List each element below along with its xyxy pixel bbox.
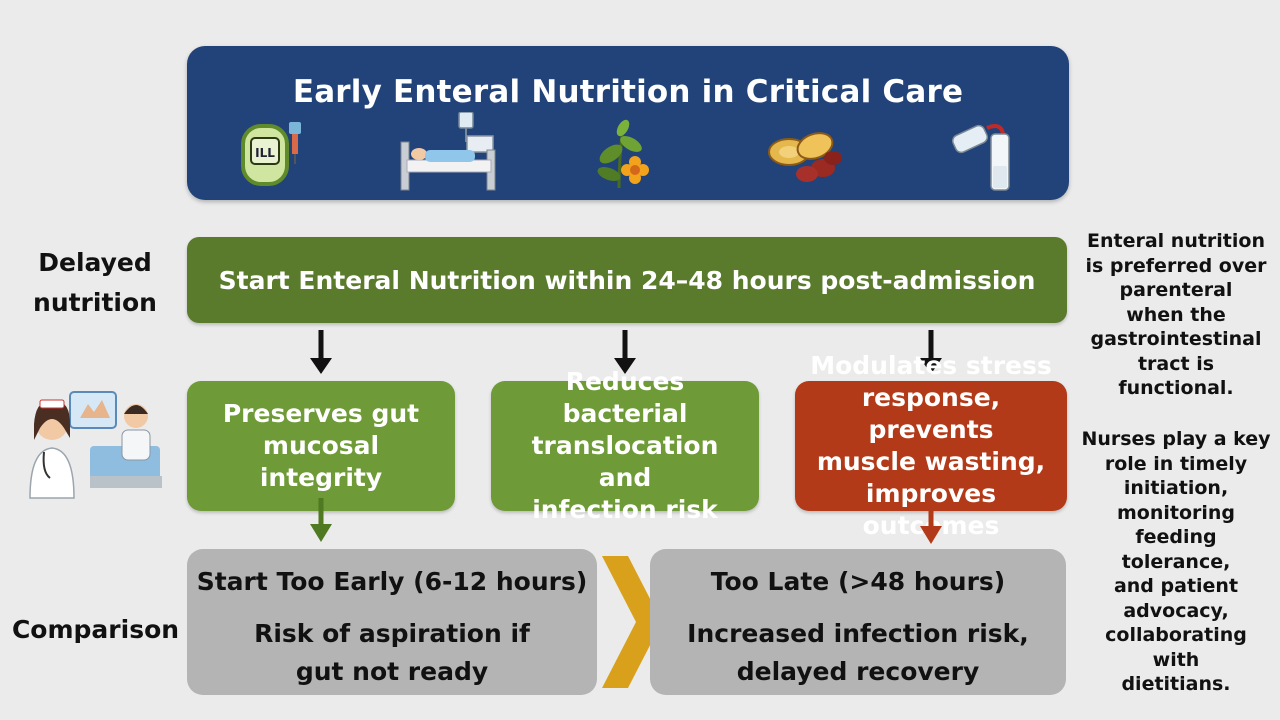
note-line: is preferred over [1085, 254, 1267, 277]
note-line: Nurses play a key [1081, 428, 1271, 450]
nurse-illustration-icon [29, 391, 162, 499]
comparison-text-line: Risk of aspiration if [254, 619, 530, 648]
green-down-arrow-icon [310, 498, 332, 542]
delayed-label-line: nutrition [33, 288, 157, 317]
nuts-icon [768, 132, 842, 182]
down-arrow-icon [310, 330, 332, 374]
note-line: collaborating [1105, 624, 1247, 646]
note-line: gastrointestinal [1090, 328, 1262, 350]
plant-flower-icon [597, 119, 649, 189]
note-enteral-preferred: Enteral nutrition is preferred over pare… [1080, 229, 1272, 401]
benefit-text-line: muscle wasting, [816, 447, 1046, 476]
comparison-text-line: Increased infection risk, [687, 619, 1029, 648]
note-line: Enteral nutrition [1087, 230, 1265, 252]
benefit-text-line: translocation and [531, 431, 719, 492]
note-line: tract is [1137, 352, 1215, 375]
comparison-too-late: Too Late (>48 hours) Increased infection… [650, 549, 1066, 695]
note-line: functional. [1118, 377, 1234, 399]
note-line: feeding [1135, 526, 1217, 548]
benefit-text-line: mucosal integrity [259, 431, 383, 492]
comparison-heading: Start Too Early (6-12 hours) [196, 567, 588, 596]
benefit-text-line: Modulates stress [810, 351, 1052, 380]
note-line: monitoring [1116, 501, 1236, 524]
benefit-gut-integrity: Preserves gut mucosal integrity [187, 381, 455, 511]
red-down-arrow-icon [920, 508, 942, 544]
comparison-label: Comparison [11, 615, 180, 644]
iv-bag-icon: ILL [241, 122, 301, 186]
benefit-reduces-infection: Reduces bacterial translocation and infe… [491, 367, 759, 524]
note-line: initiation, [1123, 477, 1229, 499]
down-arrow-icon [920, 330, 942, 374]
title-banner: Early Enteral Nutrition in Critical Care… [187, 46, 1069, 200]
comparison-text-line: delayed recovery [736, 657, 980, 686]
note-line: when the [1126, 303, 1226, 326]
iv-bag-label: ILL [255, 146, 275, 160]
page-title: Early Enteral Nutrition in Critical Care [292, 74, 964, 110]
note-line: tolerance, [1121, 550, 1231, 573]
main-step-banner: Start Enteral Nutrition within 24–48 hou… [187, 237, 1067, 323]
benefit-text-line: Reduces bacterial [562, 367, 688, 428]
note-line: and patient [1113, 575, 1239, 597]
note-nurses-role: Nurses play a key role in timely initiat… [1080, 427, 1272, 697]
note-line: advocacy, [1123, 599, 1229, 622]
feeding-tube-icon [952, 124, 1010, 191]
note-line: role in timely [1104, 452, 1248, 475]
benefit-text-line: response, prevents [861, 383, 1001, 444]
benefit-text-line: Preserves gut [222, 399, 420, 428]
delayed-nutrition-label: Delayed nutrition [20, 243, 170, 323]
comparison-too-early: Start Too Early (6-12 hours) Risk of asp… [187, 549, 597, 695]
benefit-stress-response: Modulates stress response, prevents musc… [795, 351, 1067, 540]
benefit-text-line: infection risk [532, 495, 718, 524]
note-line: with [1152, 648, 1200, 671]
note-line: parenteral [1119, 279, 1233, 301]
hospital-bed-icon [400, 112, 496, 191]
comparison-text-line: gut not ready [295, 657, 489, 686]
down-arrow-icon [614, 330, 636, 374]
note-line: dietitians. [1121, 673, 1231, 695]
comparison-heading: Too Late (>48 hours) [710, 567, 1006, 596]
delayed-label-line: Delayed [38, 248, 152, 277]
